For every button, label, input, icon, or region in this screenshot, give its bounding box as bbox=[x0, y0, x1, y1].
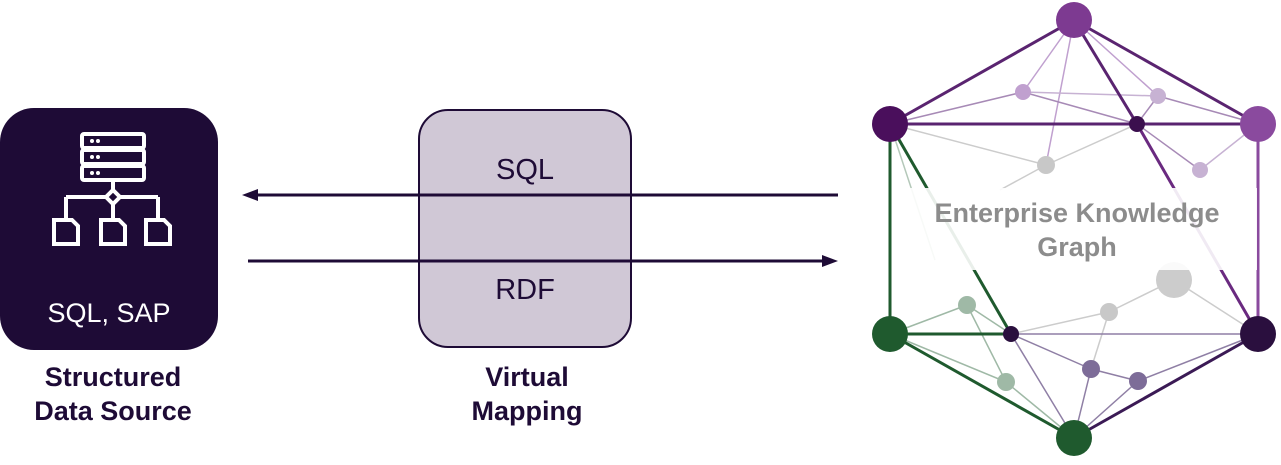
sql-arrow-left bbox=[242, 189, 838, 201]
graph-node bbox=[1192, 162, 1208, 178]
graph-node bbox=[1129, 372, 1147, 390]
graph-title-line: Graph bbox=[1037, 232, 1117, 262]
rdf-label: RDF bbox=[495, 274, 555, 306]
graph-node bbox=[1056, 420, 1092, 456]
graph-title-line: Enterprise Knowledge bbox=[934, 198, 1220, 228]
knowledge-graph-title: Enterprise Knowledge Graph bbox=[897, 188, 1257, 270]
rdf-arrow-right bbox=[248, 255, 838, 267]
caption-line: Mapping bbox=[471, 396, 583, 426]
graph-node bbox=[1156, 262, 1192, 298]
graph-node bbox=[1056, 2, 1092, 38]
graph-node bbox=[1240, 106, 1276, 142]
graph-node bbox=[1037, 156, 1055, 174]
graph-node bbox=[872, 316, 908, 352]
graph-node bbox=[1015, 84, 1031, 100]
caption-line: Data Source bbox=[34, 396, 192, 426]
graph-node bbox=[1240, 316, 1276, 352]
structured-data-source-box: SQL, SAP bbox=[0, 108, 218, 350]
sql-label: SQL bbox=[495, 154, 555, 186]
graph-node bbox=[997, 373, 1015, 391]
graph-node bbox=[1150, 88, 1166, 104]
graph-node bbox=[1129, 116, 1145, 132]
caption-line: Virtual bbox=[485, 362, 569, 392]
virtual-mapping-box: SQL RDF bbox=[418, 109, 632, 348]
source-system-label: SQL, SAP bbox=[47, 298, 171, 328]
virtual-mapping-caption: Virtual Mapping bbox=[420, 360, 634, 428]
graph-node bbox=[872, 106, 908, 142]
graph-node bbox=[1082, 360, 1100, 378]
graph-node bbox=[958, 296, 976, 314]
structured-data-source-caption: Structured Data Source bbox=[0, 360, 226, 428]
database-hierarchy-icon bbox=[52, 132, 172, 246]
graph-node bbox=[1100, 303, 1118, 321]
graph-node bbox=[1003, 326, 1019, 342]
caption-line: Structured bbox=[44, 362, 182, 392]
